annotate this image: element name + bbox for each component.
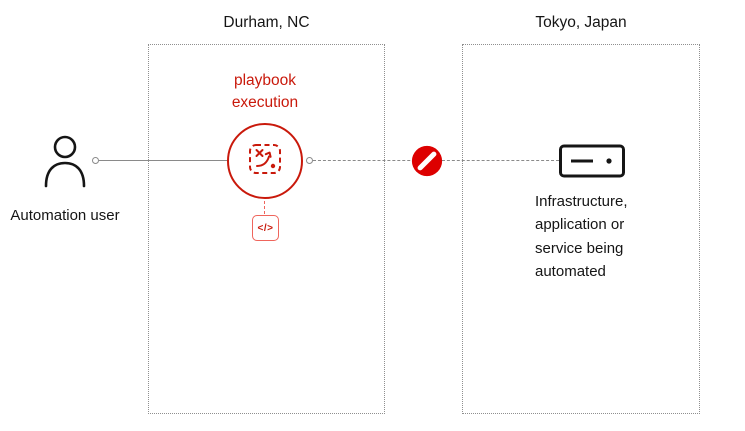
region-box-tokyo <box>462 44 700 414</box>
connector-dot-user-side <box>92 157 99 164</box>
region-label-durham: Durham, NC <box>223 14 310 31</box>
infrastructure-label: Infrastructure, application or service b… <box>535 193 628 280</box>
region-label-tokyo: Tokyo, Japan <box>535 14 627 31</box>
playbook-execution-node <box>227 123 303 199</box>
appliance-icon <box>558 143 626 184</box>
automation-user-label: Automation user <box>10 207 120 224</box>
playbook-execution-label: playbook execution <box>231 72 299 112</box>
connection-user-to-playbook <box>99 160 228 161</box>
playbook-to-code-connector <box>264 201 265 214</box>
person-icon <box>41 134 89 193</box>
blocked-icon <box>410 144 444 183</box>
connector-dot-playbook-side <box>306 157 313 164</box>
code-glyph: </> <box>257 222 274 234</box>
code-icon: </> <box>252 215 279 241</box>
region-box-durham <box>148 44 385 414</box>
playbook-icon <box>245 139 285 184</box>
